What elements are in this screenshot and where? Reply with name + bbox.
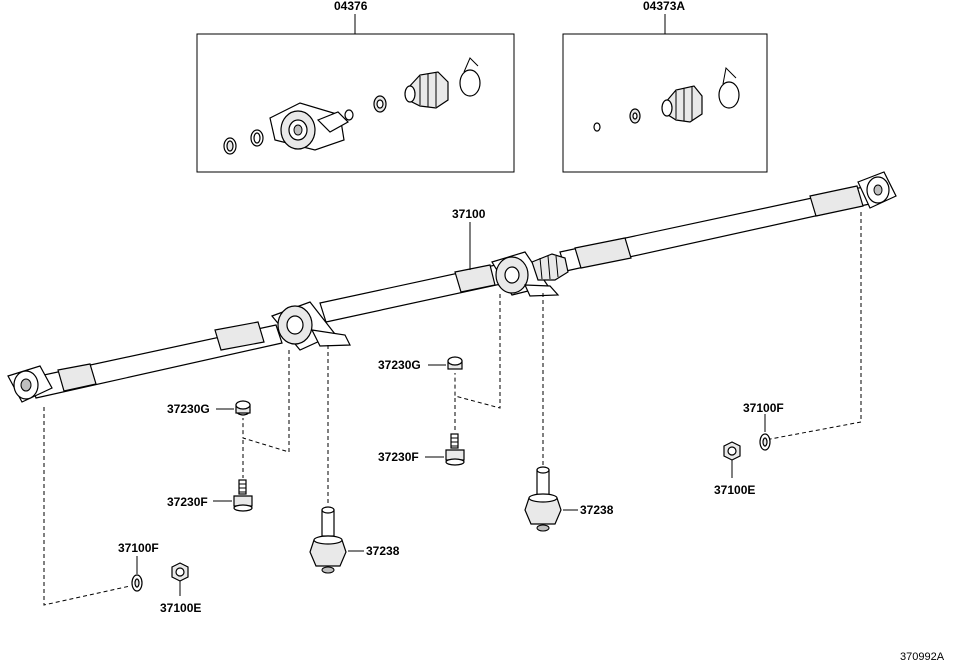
kit-box-boot: 04373A <box>562 0 768 173</box>
label-37100E-right: 37100E <box>714 483 755 497</box>
label-04373A: 04373A <box>643 0 685 13</box>
support-37238-right: 37238 <box>524 466 614 532</box>
label-37100: 37100 <box>452 207 486 221</box>
figure-code: 370992A <box>900 651 945 663</box>
label-37100F-left: 37100F <box>118 541 159 555</box>
label-04376: 04376 <box>334 0 368 13</box>
label-37100F-right: 37100F <box>743 401 784 415</box>
washer-37100f-right: 37100F <box>743 401 784 451</box>
label-37238-right: 37238 <box>580 503 614 517</box>
label-37100E-left: 37100E <box>160 601 201 615</box>
bolt-37230f-right: 37230F <box>378 433 465 466</box>
label-37230F-right: 37230F <box>378 450 419 464</box>
support-37238-left: 37238 <box>309 506 400 574</box>
leader-lines <box>43 212 862 606</box>
label-37230G-left: 37230G <box>167 402 210 416</box>
washer-37230g-left: 37230G <box>167 400 251 416</box>
washer-37100f-left: 37100F <box>118 541 159 592</box>
nut-37100e-right: 37100E <box>714 441 755 497</box>
label-37230G-right: 37230G <box>378 358 421 372</box>
label-37238-left: 37238 <box>366 544 400 558</box>
propeller-shaft: 37100 <box>7 171 897 403</box>
kit-box-center-bearing: 04376 <box>196 0 515 173</box>
bolt-37230f-left: 37230F <box>167 479 253 512</box>
nut-37100e-left: 37100E <box>160 562 201 615</box>
label-37230F-left: 37230F <box>167 495 208 509</box>
washer-37230g-right: 37230G <box>378 356 463 372</box>
